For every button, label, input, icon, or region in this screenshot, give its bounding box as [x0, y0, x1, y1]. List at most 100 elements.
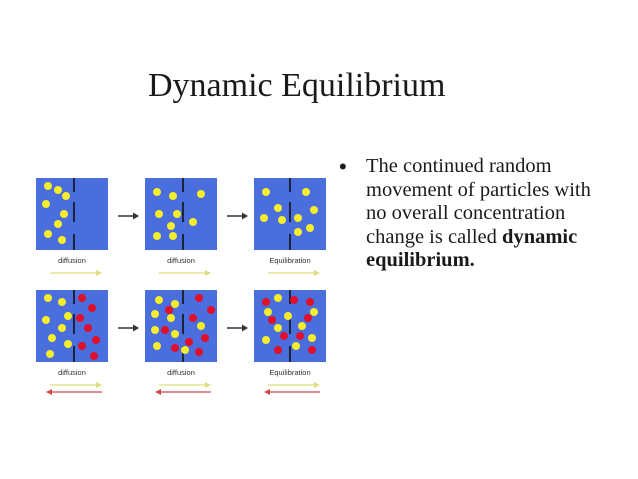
yellow-particle: [44, 294, 52, 302]
yellow-particle: [262, 188, 270, 196]
yellow-particle: [310, 206, 318, 214]
bullet-text: The continued random movement of particl…: [366, 155, 599, 273]
yellow-particle: [298, 322, 306, 330]
yellow-particle: [292, 342, 300, 350]
red-particle: [195, 294, 203, 302]
yellow-particle: [284, 312, 292, 320]
yellow-particle: [42, 200, 50, 208]
yellow-particle: [169, 192, 177, 200]
yellow-particle: [274, 294, 282, 302]
panel-caption: Equilibration: [269, 368, 310, 377]
red-particle: [171, 344, 179, 352]
yellow-particle: [58, 324, 66, 332]
yellow-particle: [58, 236, 66, 244]
red-particle: [165, 306, 173, 314]
yellow-particle: [42, 316, 50, 324]
panel-caption: Equilibration: [269, 256, 310, 265]
panel-caption: diffusion: [167, 256, 195, 265]
yellow-particle: [294, 228, 302, 236]
red-particle: [274, 346, 282, 354]
yellow-arrow-head: [314, 270, 320, 276]
yellow-particle: [262, 336, 270, 344]
red-particle: [78, 294, 86, 302]
transition-arrow-head: [242, 324, 248, 332]
red-arrow-head: [155, 389, 161, 395]
yellow-particle: [44, 230, 52, 238]
yellow-particle: [151, 326, 159, 334]
yellow-particle: [274, 204, 282, 212]
bullet-text-plain: The continued random movement of particl…: [366, 155, 591, 248]
yellow-particle: [310, 308, 318, 316]
panel-caption: diffusion: [167, 368, 195, 377]
bullet-bold-term: dynamic equilibrium.: [366, 225, 578, 272]
yellow-particle: [44, 182, 52, 190]
red-particle: [262, 298, 270, 306]
yellow-particle: [306, 224, 314, 232]
red-particle: [306, 298, 314, 306]
yellow-particle: [46, 350, 54, 358]
red-particle: [90, 352, 98, 360]
yellow-particle: [308, 334, 316, 342]
red-particle: [296, 332, 304, 340]
yellow-particle: [155, 210, 163, 218]
yellow-particle: [294, 214, 302, 222]
yellow-particle: [274, 324, 282, 332]
bullet-point: • The continued random movement of parti…: [339, 155, 599, 273]
red-particle: [195, 348, 203, 356]
red-particle: [280, 332, 288, 340]
yellow-particle: [48, 334, 56, 342]
red-particle: [304, 314, 312, 322]
yellow-particle: [58, 298, 66, 306]
yellow-particle: [153, 342, 161, 350]
yellow-particle: [167, 222, 175, 230]
red-particle: [78, 342, 86, 350]
slide-title: Dynamic Equilibrium: [148, 67, 446, 104]
yellow-particle: [64, 340, 72, 348]
yellow-particle: [197, 190, 205, 198]
red-particle: [84, 324, 92, 332]
yellow-particle: [153, 188, 161, 196]
yellow-particle: [62, 192, 70, 200]
yellow-particle: [167, 314, 175, 322]
red-particle: [189, 314, 197, 322]
yellow-particle: [64, 312, 72, 320]
yellow-particle: [278, 216, 286, 224]
red-particle: [88, 304, 96, 312]
transition-arrow-head: [133, 324, 139, 332]
yellow-particle: [151, 310, 159, 318]
red-particle: [290, 296, 298, 304]
yellow-particle: [189, 218, 197, 226]
yellow-particle: [60, 210, 68, 218]
yellow-particle: [54, 186, 62, 194]
yellow-arrow-head: [96, 382, 102, 388]
red-particle: [268, 316, 276, 324]
yellow-particle: [197, 322, 205, 330]
yellow-particle: [173, 210, 181, 218]
yellow-particle: [260, 214, 268, 222]
panel-caption: diffusion: [58, 256, 86, 265]
yellow-particle: [54, 220, 62, 228]
transition-arrow-head: [133, 212, 139, 220]
panel-caption: diffusion: [58, 368, 86, 377]
yellow-particle: [302, 188, 310, 196]
yellow-particle: [264, 308, 272, 316]
yellow-arrow-head: [96, 270, 102, 276]
red-particle: [76, 314, 84, 322]
red-particle: [161, 326, 169, 334]
red-arrow-head: [264, 389, 270, 395]
yellow-arrow-head: [205, 270, 211, 276]
red-particle: [207, 306, 215, 314]
yellow-particle: [171, 300, 179, 308]
red-arrow-head: [46, 389, 52, 395]
yellow-particle: [153, 232, 161, 240]
red-particle: [308, 346, 316, 354]
yellow-particle: [155, 296, 163, 304]
yellow-particle: [181, 346, 189, 354]
red-particle: [185, 338, 193, 346]
yellow-arrow-head: [314, 382, 320, 388]
yellow-arrow-head: [205, 382, 211, 388]
yellow-particle: [171, 330, 179, 338]
red-particle: [92, 336, 100, 344]
